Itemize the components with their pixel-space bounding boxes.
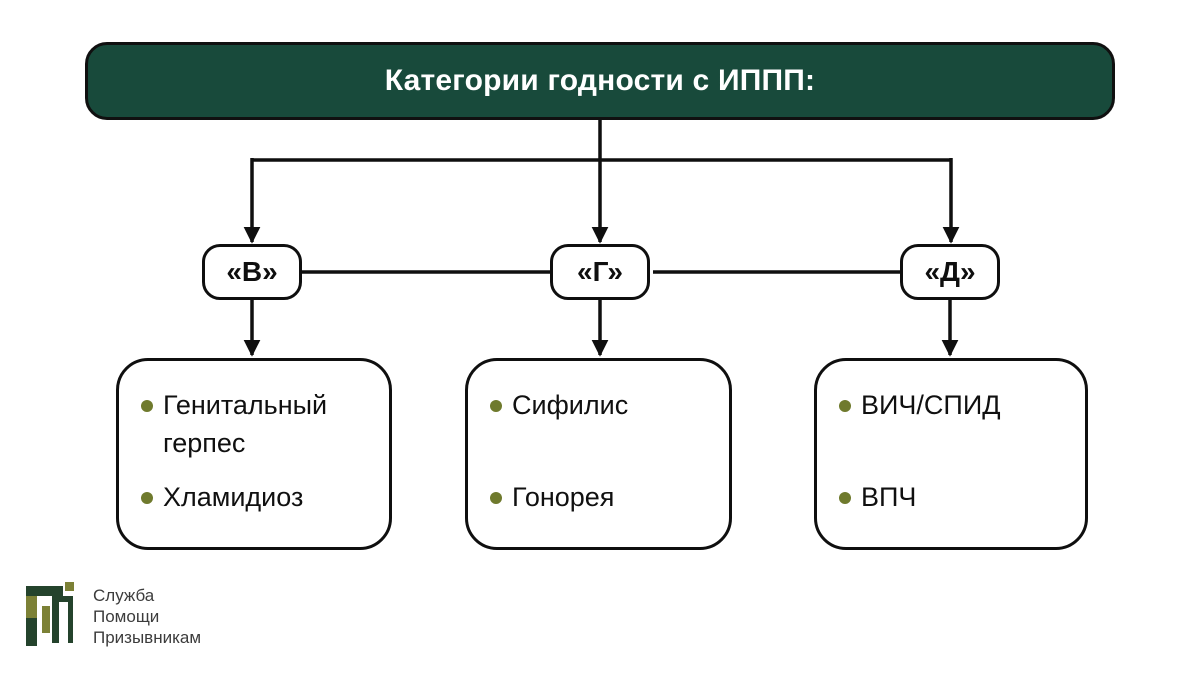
logo-mark-icon xyxy=(26,582,76,646)
diagram-title-banner: Категории годности с ИППП: xyxy=(85,42,1115,120)
disease-box-v: Генитальный герпес Хламидиоз xyxy=(116,358,392,550)
disease-box-g: Сифилис Гонорея xyxy=(465,358,732,550)
disease-list: Сифилис Гонорея xyxy=(490,387,711,517)
org-logo: Служба Помощи Призывникам xyxy=(26,582,256,652)
disease-label: ВПЧ xyxy=(861,482,917,513)
logo-text-line: Призывникам xyxy=(93,628,202,647)
disease-list: ВИЧ/СПИД ВПЧ xyxy=(839,387,1067,517)
bullet-icon xyxy=(839,400,851,412)
bullet-icon xyxy=(490,400,502,412)
logo-text: Служба Помощи Призывникам xyxy=(93,582,201,648)
page-title: Категории годности с ИППП: xyxy=(384,64,816,97)
category-node-d: «Д» xyxy=(900,244,1000,300)
disease-label: ВИЧ/СПИД xyxy=(861,390,1001,420)
list-item: Генитальный герпес xyxy=(141,387,371,463)
list-item: ВПЧ xyxy=(839,479,1067,517)
logo-text-line: Помощи xyxy=(93,607,160,626)
disease-label: Генитальный герпес xyxy=(163,390,328,458)
bullet-icon xyxy=(490,492,502,505)
bullet-icon xyxy=(839,492,851,505)
disease-label: Сифилис xyxy=(512,390,629,420)
disease-label: Гонорея xyxy=(512,482,615,513)
category-node-v: «В» xyxy=(202,244,302,300)
list-item: Гонорея xyxy=(490,479,711,517)
list-item: Сифилис xyxy=(490,387,711,425)
logo-text-line: Служба xyxy=(93,586,155,605)
disease-box-d: ВИЧ/СПИД ВПЧ xyxy=(814,358,1088,550)
list-item: ВИЧ/СПИД xyxy=(839,387,1067,425)
bullet-icon xyxy=(141,400,153,412)
disease-list: Генитальный герпес Хламидиоз xyxy=(141,387,371,517)
list-item: Хламидиоз xyxy=(141,479,371,517)
disease-label: Хламидиоз xyxy=(163,482,304,513)
bullet-icon xyxy=(141,492,153,505)
category-node-g: «Г» xyxy=(550,244,650,300)
